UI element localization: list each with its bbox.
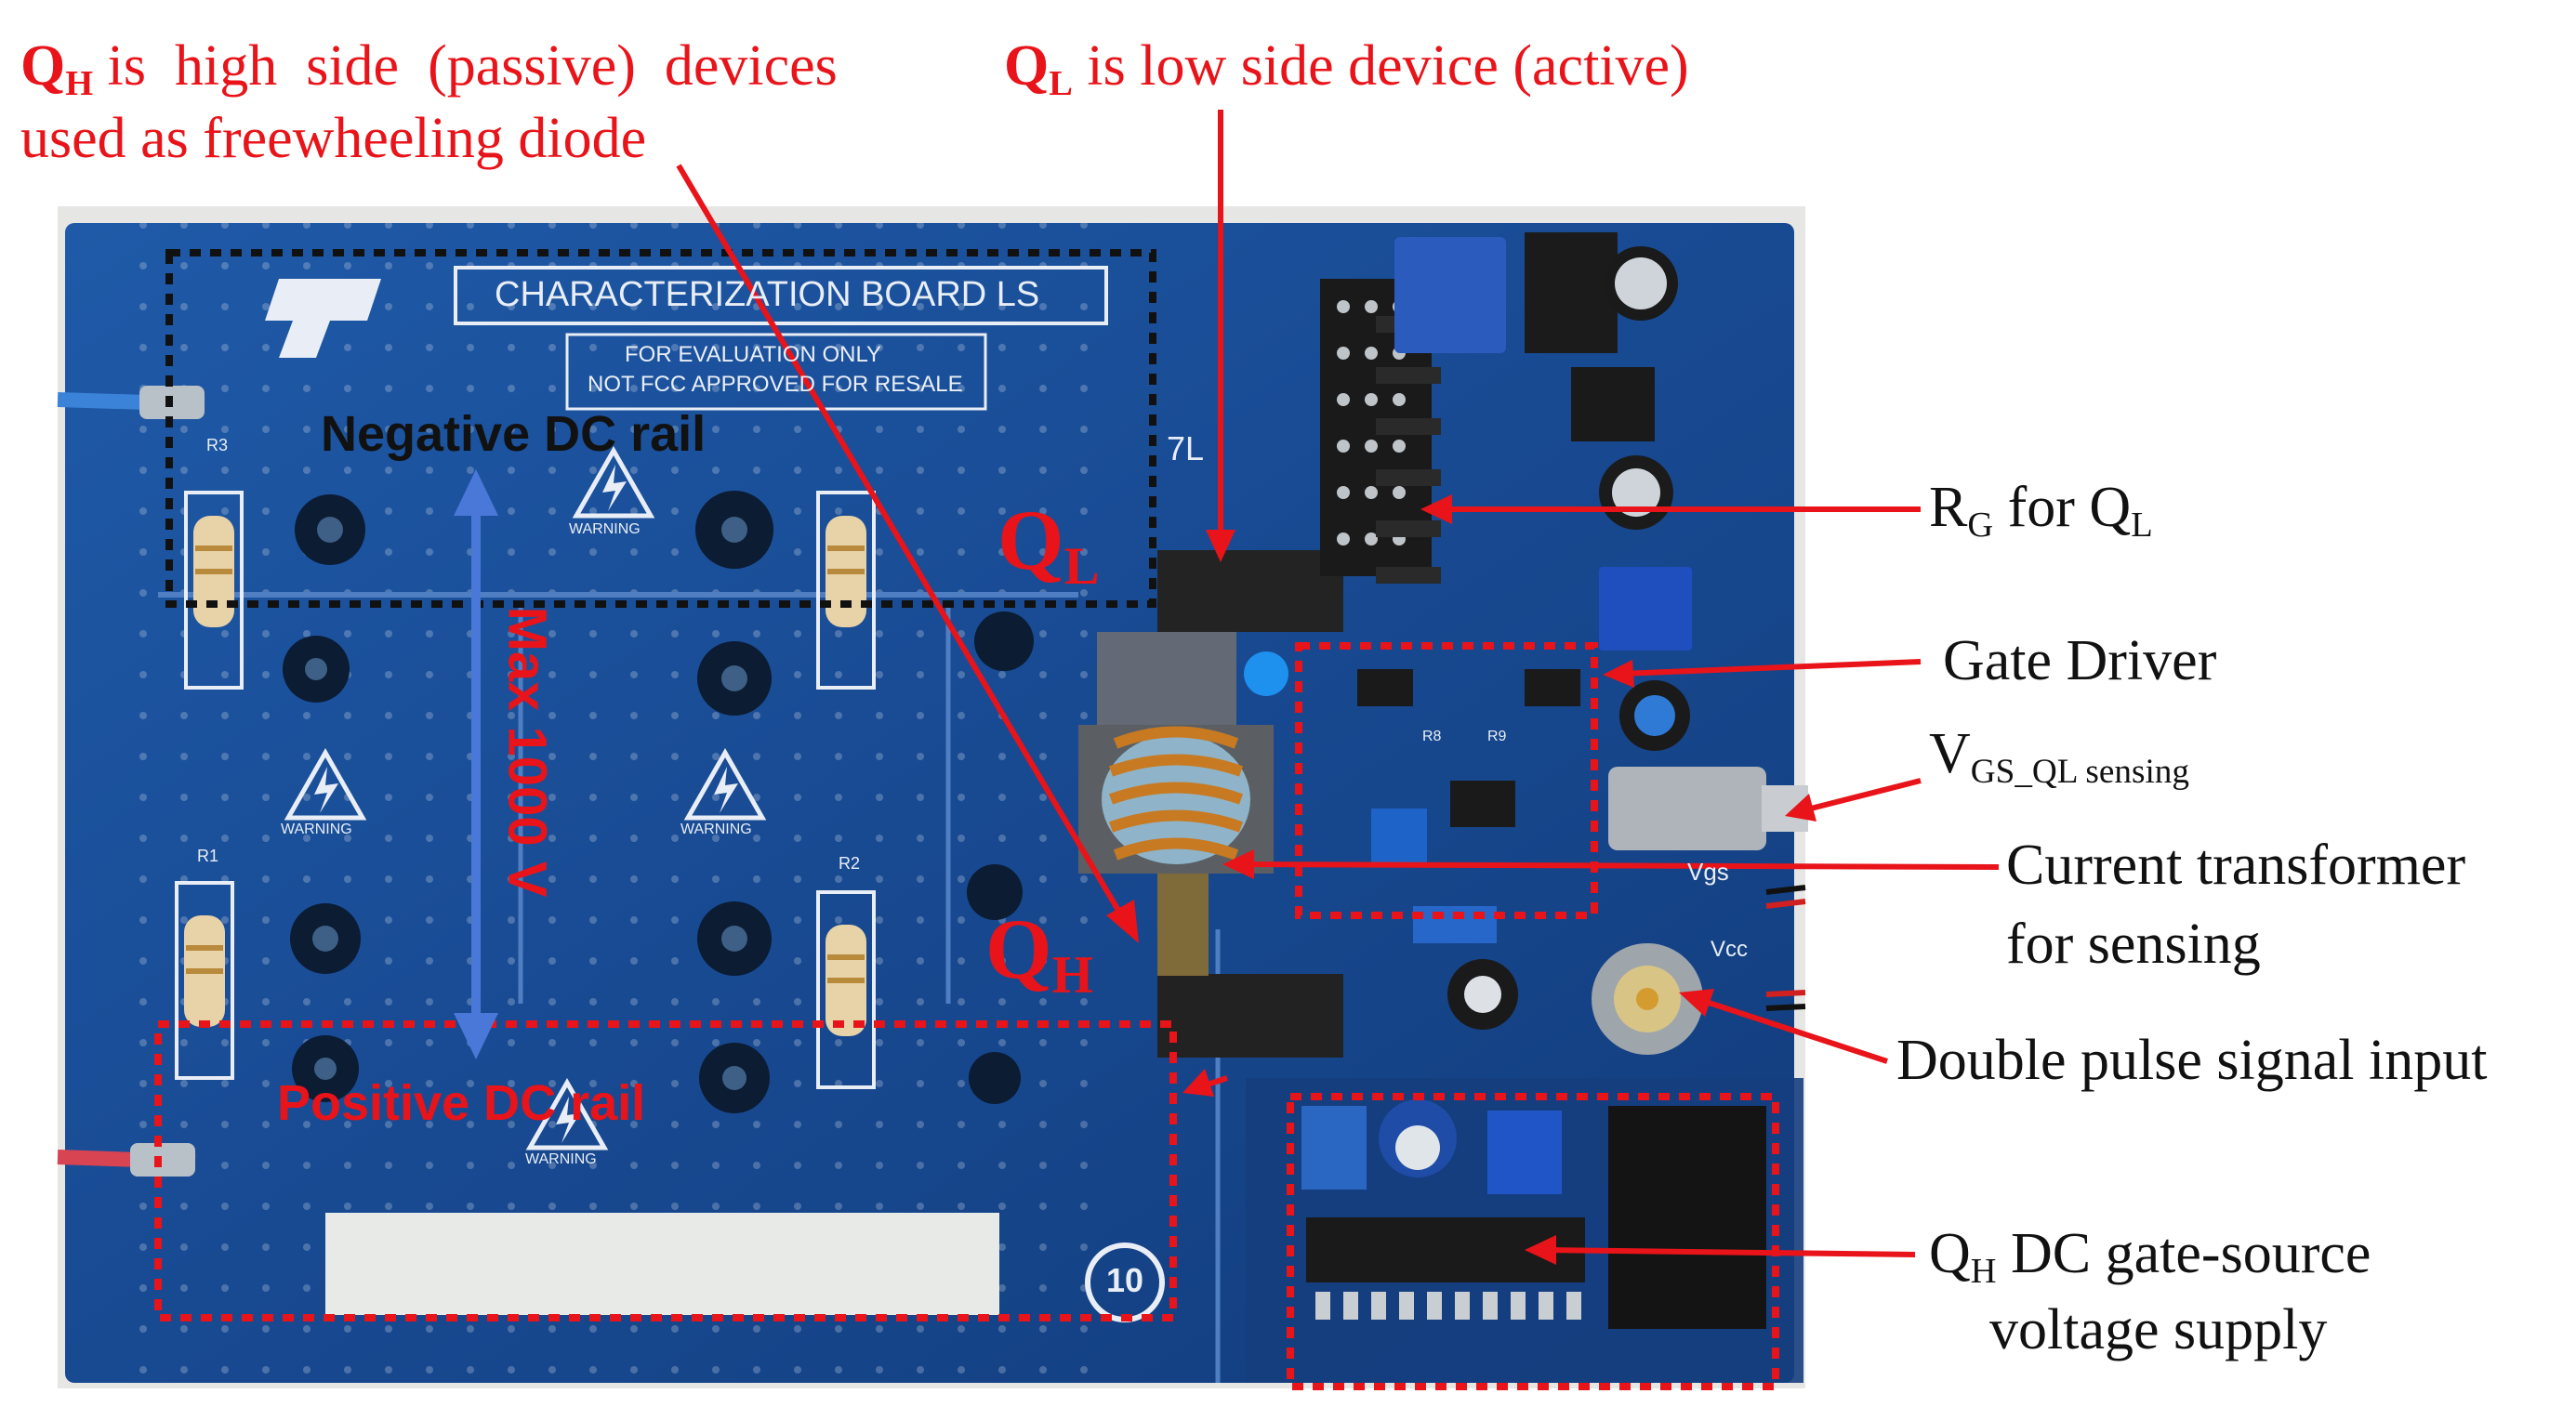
ql-desc-symbol: Q xyxy=(1004,34,1050,98)
ql-transistor xyxy=(1157,550,1343,632)
qh-board-symbol: Q xyxy=(985,901,1052,996)
qh-dc-supply-callout-line1: QH DC gate-source xyxy=(1929,1225,2371,1289)
board-eval-line2: NOT FCC APPROVED FOR RESALE xyxy=(588,372,963,397)
rg-ql-subscript: L xyxy=(2131,505,2153,545)
warning-label-3: WARNING xyxy=(680,822,752,837)
vgs-subscript: GS_QL sensing xyxy=(1970,753,2189,792)
rg-symbol: R xyxy=(1929,476,1968,539)
qh-description-line1: QH is high side (passive) devices xyxy=(20,37,838,101)
board-eval-line1: FOR EVALUATION ONLY xyxy=(625,342,882,367)
board-sl-label: 7L xyxy=(1167,429,1205,467)
board-title: CHARACTERIZATION BOARD LS xyxy=(495,275,1040,314)
rg-subscript: G xyxy=(1967,505,1994,545)
ql-desc-subscript: L xyxy=(1049,63,1073,103)
transformer-winding xyxy=(1108,726,1244,861)
qh-dc-supply-callout-line2: voltage supply xyxy=(1989,1298,2328,1361)
ql-board-subscript: L xyxy=(1063,536,1100,596)
resistor-label-r3: R3 xyxy=(206,436,229,454)
label-plate xyxy=(325,1213,999,1315)
gate-driver-ic xyxy=(1450,781,1515,827)
qh-transistor xyxy=(1157,974,1343,1058)
st-logo-icon xyxy=(265,279,381,358)
positive-dc-rail-label: Positive DC rail xyxy=(277,1075,646,1131)
vcc-connector-label: Vcc xyxy=(1711,937,1749,962)
current-transformer-callout-line2: for sensing xyxy=(2006,913,2261,976)
qh-dc-text: DC gate-source xyxy=(1996,1222,2371,1285)
double-pulse-callout: Double pulse signal input xyxy=(1896,1029,2488,1092)
rg-mid-text: for Q xyxy=(1993,476,2132,539)
warning-label-4: WARNING xyxy=(525,1151,597,1167)
qh-dc-subscript: H xyxy=(1970,1251,1997,1291)
rg-callout: RG for QL xyxy=(1929,479,2153,543)
resistor-label-r9: R9 xyxy=(1487,729,1507,744)
vgs-connector-label: Vgs xyxy=(1687,858,1729,886)
blue-dot xyxy=(1244,651,1288,696)
qh-description-line2: used as freewheeling diode xyxy=(20,107,647,170)
ql-board-label: QL xyxy=(997,497,1100,593)
ql-description: QL is low side device (active) xyxy=(1004,37,1689,101)
qh-desc-text: is high side (passive) devices xyxy=(93,34,838,98)
vgs-sensing-callout: VGS_QL sensing xyxy=(1929,725,2189,789)
current-transformer-callout-line1: Current transformer xyxy=(2006,834,2466,897)
warning-label-2: WARNING xyxy=(281,822,352,837)
qh-board-label: QH xyxy=(985,906,1093,1002)
max-voltage-label: Max 1000 V xyxy=(496,606,558,898)
ql-desc-text: is low side device (active) xyxy=(1072,34,1689,98)
warning-icons xyxy=(284,445,767,1150)
negative-rail-box xyxy=(165,249,1156,608)
qh-desc-symbol: Q xyxy=(20,34,66,98)
recycle-badge: 10 xyxy=(1106,1261,1144,1299)
gate-driver-box xyxy=(1295,642,1598,919)
vgs-symbol: V xyxy=(1929,722,1971,785)
resistor-label-r8: R8 xyxy=(1422,729,1442,744)
resistor-label-r1: R1 xyxy=(197,847,219,865)
qh-board-subscript: H xyxy=(1051,945,1093,1005)
warning-label-1: WARNING xyxy=(569,521,641,537)
ql-board-symbol: Q xyxy=(997,493,1064,587)
negative-dc-rail-label: Negative DC rail xyxy=(321,406,707,462)
gate-driver-callout: Gate Driver xyxy=(1943,629,2217,692)
qh-dc-symbol: Q xyxy=(1929,1222,1971,1285)
qh-desc-subscript: H xyxy=(65,63,94,103)
resistor-label-r2: R2 xyxy=(839,854,861,873)
